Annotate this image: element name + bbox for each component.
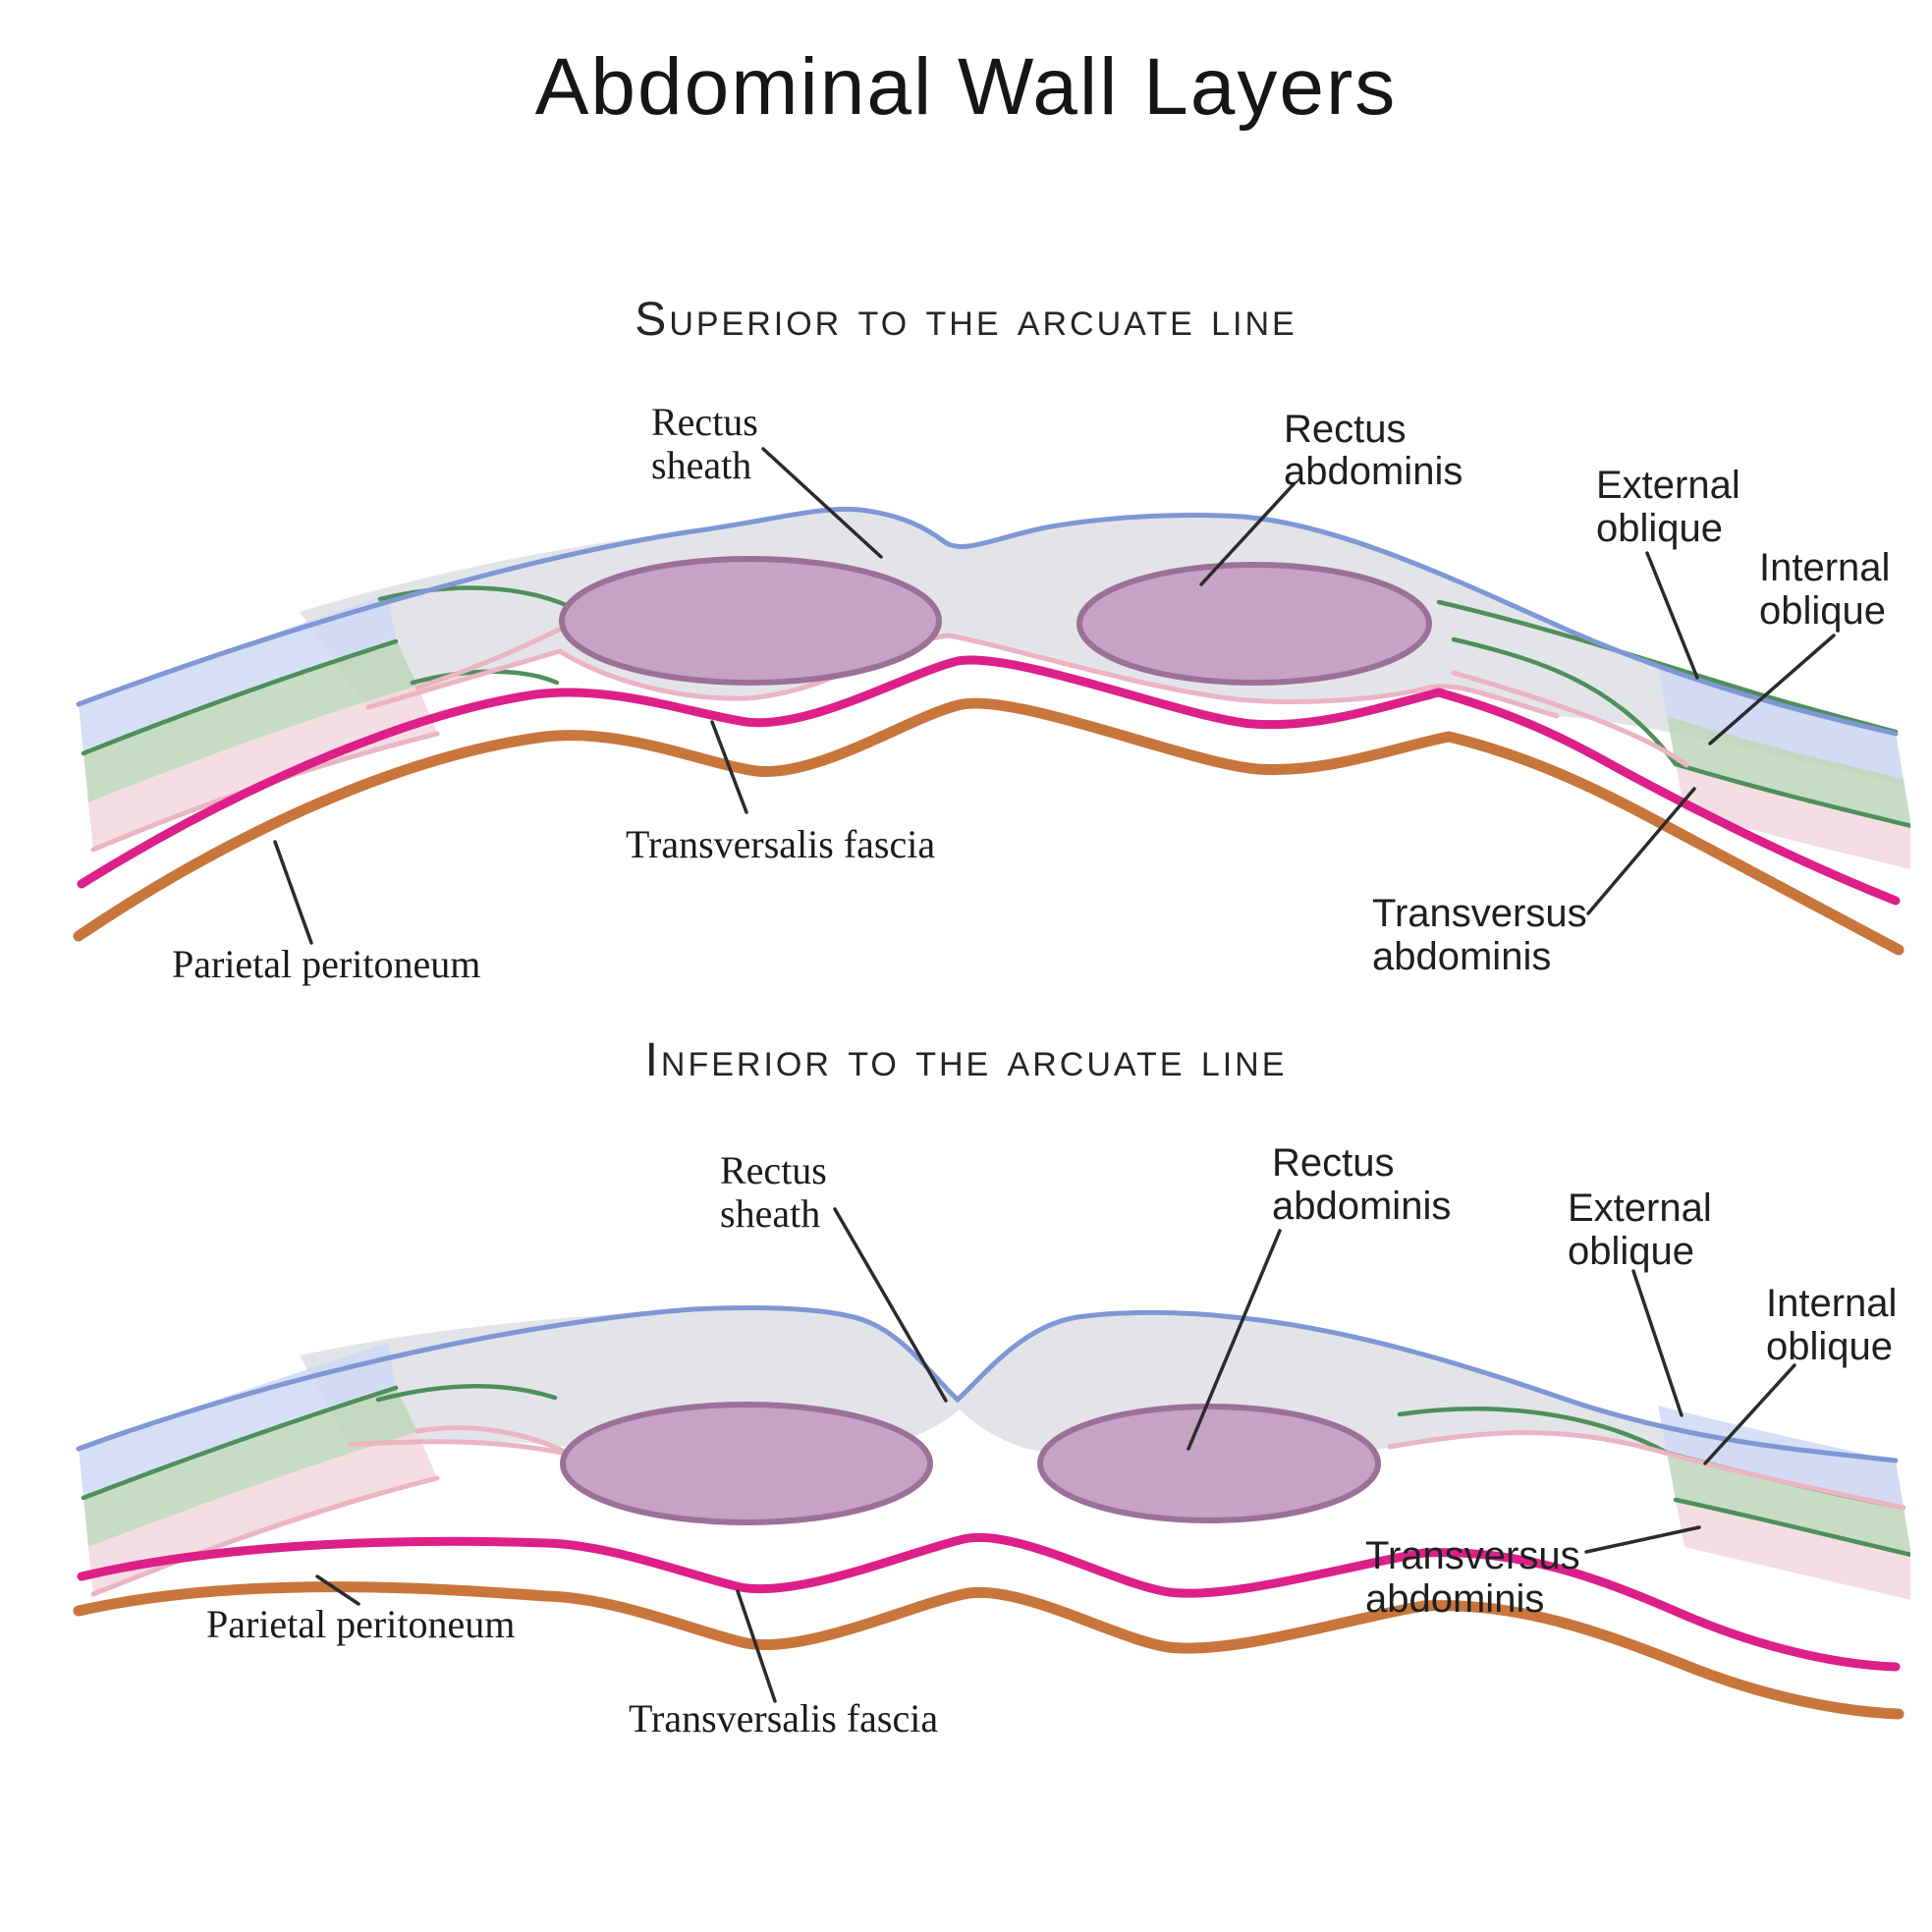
external-oblique-border-top [76, 506, 1899, 737]
label-external-oblique-line2: oblique [1596, 507, 1723, 550]
internal-oblique-band-right [1667, 716, 1910, 826]
label-rectus-abdominis-line1: Rectus [1272, 1141, 1395, 1185]
label-rectus-abdominis-line1: Rectus [1284, 408, 1407, 451]
label-external-oblique-line1: External [1596, 464, 1740, 507]
internal-oblique-border-right-lower [1451, 636, 1910, 829]
leader-rectus-sheath [833, 1207, 948, 1403]
page-title: Abdominal Wall Layers [534, 42, 1398, 132]
label-transversalis-fascia: Transversalis fascia [626, 822, 935, 866]
label-internal-oblique-line2: oblique [1766, 1325, 1893, 1368]
transversalis-fascia-line [77, 1533, 1901, 1672]
superior-diagram: Rectus sheath Rectus abdominis External … [73, 400, 1910, 986]
rectus-sheath-bottom-border-left [348, 1439, 570, 1457]
parietal-peritoneum-line [73, 1581, 1904, 1720]
internal-oblique-aponeurosis-left [375, 1384, 558, 1403]
transversus-border-left [90, 1475, 440, 1597]
label-external-oblique-line1: External [1568, 1187, 1712, 1230]
internal-oblique-aponeurosis-right [1436, 599, 1899, 735]
label-parietal-peritoneum: Parietal peritoneum [172, 942, 480, 986]
external-oblique-band-left [79, 1343, 396, 1498]
rectus-abdominis-left-muscle [559, 556, 942, 686]
label-transversus-abdominis-line2: abdominis [1372, 935, 1551, 978]
label-rectus-abdominis-line2: abdominis [1284, 450, 1463, 493]
external-oblique-band-left [79, 594, 396, 753]
leader-external-oblique [1631, 1269, 1684, 1417]
label-internal-oblique-line2: oblique [1759, 589, 1886, 633]
internal-oblique-border-left [81, 1385, 399, 1501]
leader-parietal-peritoneum [273, 840, 313, 945]
leader-transversus-abdominis [1584, 1525, 1701, 1554]
subtitle-inferior: Inferior to the arcuate line [644, 1034, 1288, 1086]
rectus-sheath-posterior-border [365, 633, 1560, 719]
transversus-abdominis-band-right [1676, 764, 1910, 869]
rectus-abdominis-right-muscle [1076, 562, 1432, 686]
leader-rectus-abdominis [1187, 1229, 1282, 1451]
inferior-diagram: Rectus sheath Rectus abdominis External … [73, 1141, 1910, 1740]
label-transversalis-fascia: Transversalis fascia [629, 1696, 938, 1740]
internal-oblique-band-right [1667, 1453, 1910, 1555]
label-transversus-abdominis-line1: Transversus [1372, 892, 1587, 935]
label-transversus-abdominis-line1: Transversus [1365, 1534, 1580, 1577]
internal-oblique-border-right-lower [1673, 1497, 1910, 1558]
internal-oblique-band-left [83, 639, 417, 802]
internal-oblique-border-left [81, 638, 399, 756]
external-oblique-band-right [1658, 1406, 1904, 1508]
leader-rectus-sheath [761, 447, 883, 559]
external-oblique-border-top [76, 1304, 1899, 1463]
leader-internal-oblique [1703, 1363, 1796, 1465]
transversus-aponeurosis-right [1451, 670, 1689, 768]
leader-transversus-abdominis [1586, 787, 1696, 915]
label-parietal-peritoneum: Parietal peritoneum [206, 1602, 515, 1646]
subtitle-superior: Superior to the arcuate line [635, 294, 1297, 346]
external-oblique-band-right [1658, 667, 1904, 779]
transversus-aponeurosis-left [414, 625, 566, 690]
label-rectus-sheath-line2: sheath [651, 443, 751, 487]
transversalis-fascia-line [77, 655, 1901, 906]
label-rectus-sheath-line1: Rectus [720, 1148, 827, 1192]
transversus-abdominis-band-left [88, 686, 437, 850]
leader-external-oblique [1645, 551, 1699, 680]
leader-transversalis-fascia [710, 720, 748, 814]
transversus-abdominis-band-right [1676, 1500, 1910, 1600]
internal-oblique-band-left [83, 1388, 417, 1547]
label-rectus-abdominis-line2: abdominis [1272, 1185, 1451, 1228]
leader-transversalis-fascia [736, 1589, 777, 1703]
label-rectus-sheath-line2: sheath [720, 1191, 820, 1236]
leader-internal-oblique [1708, 634, 1836, 745]
leader-rectus-abdominis [1199, 482, 1296, 586]
rectus-abdominis-right-muscle [1037, 1404, 1381, 1523]
label-internal-oblique-line1: Internal [1766, 1282, 1897, 1325]
transversus-abdominis-band-left [88, 1432, 437, 1594]
transversus-aponeurosis-left [414, 1425, 568, 1455]
label-internal-oblique-line1: Internal [1759, 546, 1890, 589]
label-external-oblique-line2: oblique [1568, 1230, 1694, 1273]
leader-parietal-peritoneum [315, 1574, 360, 1606]
label-rectus-sheath-line1: Rectus [651, 400, 758, 444]
parietal-peritoneum-line [73, 697, 1904, 956]
label-transversus-abdominis-line2: abdominis [1365, 1577, 1544, 1621]
rectus-sheath-bottom-border-right [1387, 1430, 1906, 1511]
rectus-abdominis-left-muscle [560, 1402, 933, 1525]
